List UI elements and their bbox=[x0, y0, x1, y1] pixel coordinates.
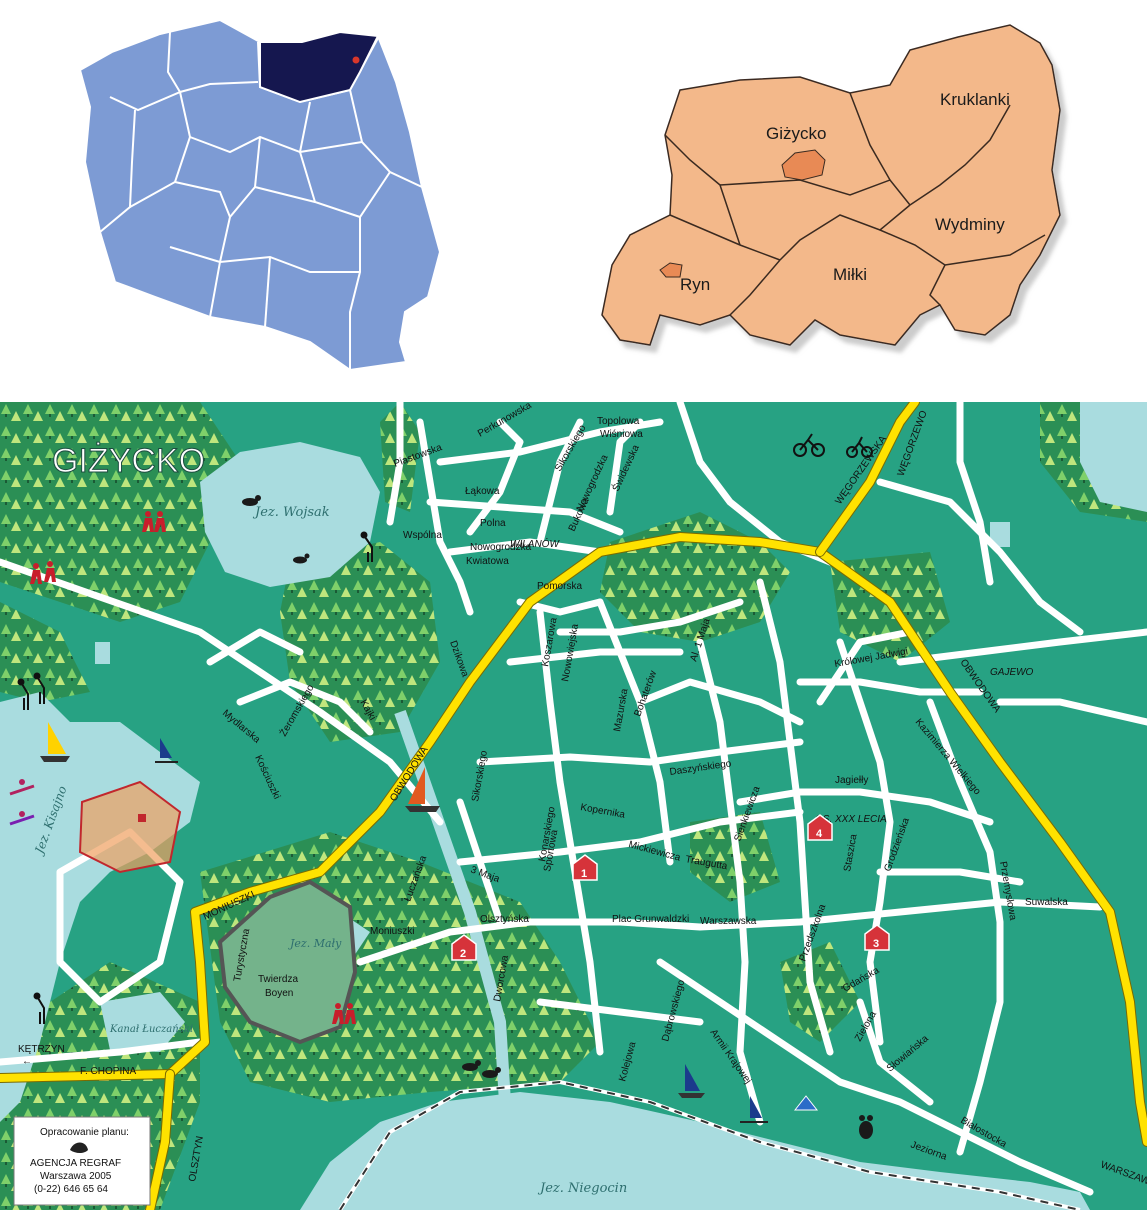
map-marker-1: 1 bbox=[572, 854, 598, 881]
svg-text:Kwiatowa: Kwiatowa bbox=[466, 556, 509, 567]
svg-text:Wiśniowa: Wiśniowa bbox=[600, 429, 643, 440]
map-marker-3: 3 bbox=[864, 924, 890, 951]
road-label-chopina: F. CHOPINA bbox=[80, 1066, 136, 1077]
gizycko-town-map: GIŻYCKO WILANÓW GAJEWO OS. XXX LECIA Jez… bbox=[0, 402, 1147, 1210]
county-borders bbox=[664, 92, 1046, 316]
map-marker-4: 4 bbox=[807, 814, 833, 841]
windsurfer-icon bbox=[740, 1096, 768, 1123]
county-label-gizycko: Giżycko bbox=[766, 124, 826, 143]
lake-west-small bbox=[100, 992, 185, 1052]
svg-text:Warszawska: Warszawska bbox=[700, 916, 757, 927]
warmian-masurian-highlight bbox=[259, 30, 380, 104]
svg-text:Pomorska: Pomorska bbox=[537, 581, 582, 592]
town-map-title: GIŻYCKO bbox=[52, 442, 205, 480]
lake-label-niegocin: Jez. Niegocin bbox=[537, 1181, 627, 1196]
district-label-gajewo: GAJEWO bbox=[990, 667, 1034, 678]
credit-line-3: Warszawa 2005 bbox=[40, 1171, 112, 1182]
county-label-milki: Miłki bbox=[833, 265, 867, 284]
frog-icon bbox=[859, 1115, 873, 1139]
lake-niegocin bbox=[300, 1092, 1090, 1210]
sailboat-icon bbox=[405, 767, 440, 812]
hiking-icon bbox=[332, 1003, 356, 1024]
district-label-wilanow: WILANÓW bbox=[510, 537, 560, 550]
credit-line-1: Opracowanie planu: bbox=[40, 1127, 129, 1138]
windsurfer-icon bbox=[155, 738, 178, 763]
gizycko-town-area bbox=[781, 149, 826, 181]
county-label-wydminy: Wydminy bbox=[935, 215, 1005, 234]
county-outline bbox=[601, 24, 1061, 346]
hiking-icon bbox=[30, 561, 56, 584]
stork-icon bbox=[17, 672, 45, 710]
direction-label-ketrzyn: KĘTRZYN bbox=[18, 1044, 65, 1055]
lake-label-maly: Jez. Mały bbox=[288, 937, 342, 950]
svg-text:1: 1 bbox=[581, 868, 587, 880]
main-roads bbox=[0, 402, 1147, 1210]
svg-text:Polna: Polna bbox=[480, 518, 506, 529]
map-credit-box: Opracowanie planu: AGENCJA REGRAF Warsza… bbox=[13, 1116, 151, 1206]
bicycle-icon bbox=[793, 433, 825, 457]
tent-icon bbox=[793, 1095, 819, 1111]
svg-text:Plac Grunwaldzki: Plac Grunwaldzki bbox=[612, 914, 689, 925]
duck-icon bbox=[293, 553, 310, 564]
county-label-kruklanki: Kruklanki bbox=[940, 90, 1010, 109]
streets bbox=[0, 402, 1147, 1196]
credit-line-2: AGENCJA REGRAF bbox=[30, 1158, 121, 1169]
lake-east bbox=[1080, 402, 1147, 512]
svg-text:3: 3 bbox=[873, 938, 879, 950]
lake-wojsak bbox=[200, 442, 380, 587]
svg-text:Moniuszki: Moniuszki bbox=[370, 926, 414, 937]
fortress-label-line1: Twierdza bbox=[258, 974, 298, 985]
poland-voivodeship-map bbox=[78, 18, 442, 372]
duck-icon bbox=[242, 495, 261, 506]
lake-label-wojsak: Jez. Wojsak bbox=[252, 505, 330, 520]
svg-text:2: 2 bbox=[460, 948, 466, 960]
bicycle-icon bbox=[846, 436, 873, 458]
gizycko-location-marker bbox=[352, 56, 360, 64]
svg-text:Olsztyńska: Olsztyńska bbox=[480, 914, 529, 925]
duck-icon bbox=[462, 1060, 501, 1078]
fortress-label-line2: Boyen bbox=[265, 988, 293, 999]
ryn-town-area bbox=[659, 262, 683, 278]
svg-text:Suwalska: Suwalska bbox=[1025, 897, 1068, 908]
svg-text:Topolowa: Topolowa bbox=[597, 416, 640, 427]
fortress-boyen bbox=[217, 879, 358, 1045]
sailboat-icon bbox=[40, 722, 70, 762]
kayak-icon bbox=[9, 779, 35, 826]
svg-text:Nowogrodzka: Nowogrodzka bbox=[470, 542, 532, 553]
svg-text:Łąkowa: Łąkowa bbox=[465, 486, 500, 497]
regraf-logo-icon bbox=[70, 1142, 88, 1153]
svg-text:Jagiełły: Jagiełły bbox=[835, 775, 868, 786]
stork-icon bbox=[33, 992, 45, 1024]
gizycko-county-map: Giżycko Kruklanki Wydminy Miłki Ryn bbox=[601, 24, 1061, 346]
hiking-icon bbox=[142, 511, 166, 532]
map-marker-2: 2 bbox=[451, 934, 477, 961]
sailboat-icon bbox=[678, 1064, 705, 1098]
svg-text:Wspólna: Wspólna bbox=[403, 530, 442, 541]
county-label-ryn: Ryn bbox=[680, 275, 710, 294]
direction-arrow-ketrzyn: ← bbox=[22, 1056, 32, 1067]
district-label-os-xxx-lecia: OS. XXX LECIA bbox=[815, 814, 887, 825]
credit-line-4: (0-22) 646 65 64 bbox=[34, 1184, 108, 1195]
svg-text:4: 4 bbox=[816, 828, 823, 840]
lake-label-canal: Kanał Łuczański bbox=[109, 1024, 193, 1035]
stork-icon bbox=[360, 531, 373, 562]
fortress-small-icon bbox=[78, 780, 182, 874]
